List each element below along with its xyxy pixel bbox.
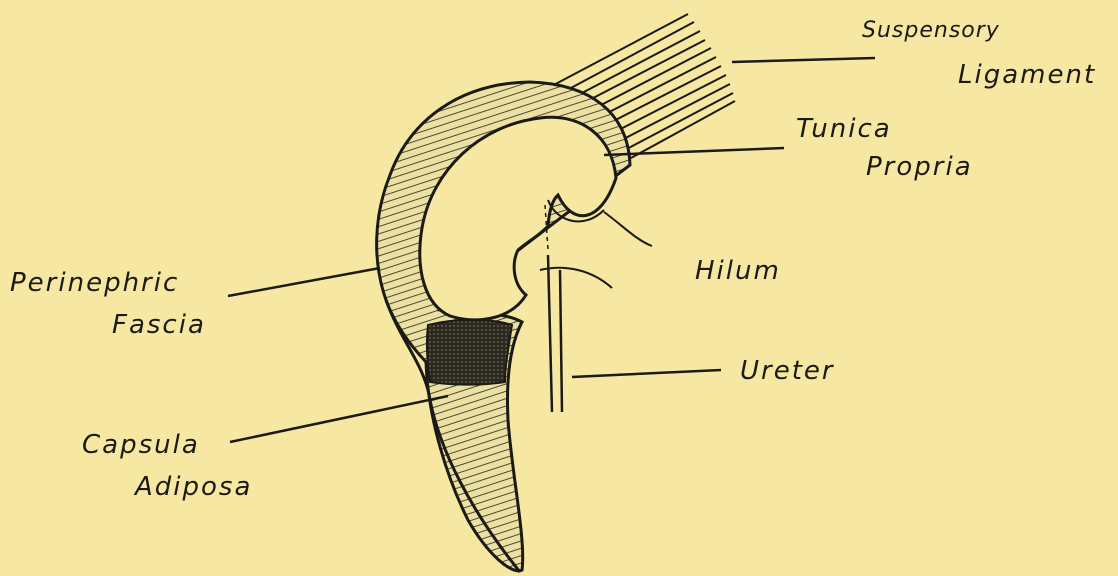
label-tunica-line2: Propria [866,154,973,180]
capsula-adiposa-dark [427,320,512,385]
label-ureter: Ureter [740,358,835,384]
ureter-vessel [548,255,562,412]
label-hilum: Hilum [695,258,781,284]
label-capsula-line2: Adiposa [135,474,252,500]
label-tunica-line1: Tunica [796,116,892,142]
label-capsula-line1: Capsula [82,432,200,458]
leader-suspensory [732,58,875,62]
hilum-lip-lower [540,268,612,288]
label-perinephric-line1: Perinephric [10,270,179,296]
leader-capsula [230,396,448,442]
label-perinephric-line2: Fascia [112,312,206,338]
label-suspensory-line2: Ligament [958,62,1096,88]
hilum-lip-upper [604,212,652,246]
label-suspensory-line1: Suspensory [862,20,1000,42]
leader-ureter [572,370,721,377]
leader-tunica [604,148,784,155]
leader-perinephric [228,268,380,296]
